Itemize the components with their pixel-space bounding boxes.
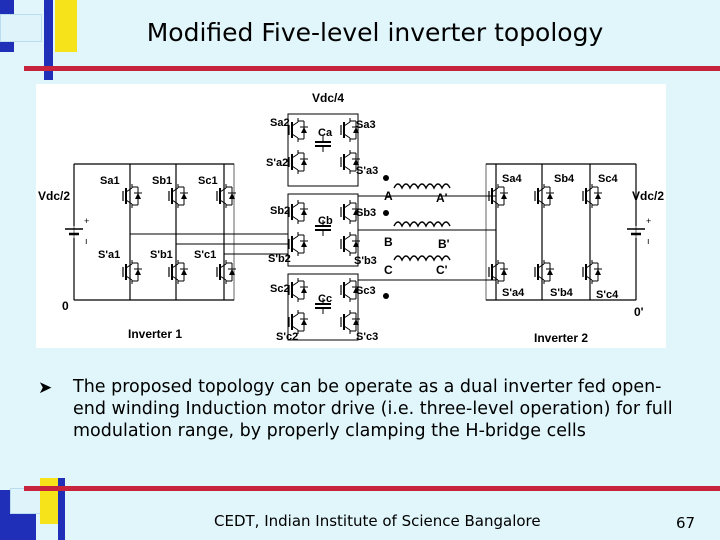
arrow-bullet-icon: ➤: [38, 378, 53, 398]
label-sa3: Sa3: [356, 119, 376, 131]
footer-text: CEDT, Indian Institute of Science Bangal…: [214, 512, 541, 530]
label-Ap: A': [436, 191, 448, 205]
label-sc3: Sc3: [356, 285, 376, 297]
label-spa2: S'a2: [266, 157, 288, 169]
deco-blue-bar-bottom: [58, 478, 65, 540]
label-node0: 0: [62, 299, 69, 313]
label-sc1: Sc1: [198, 175, 218, 187]
label-sa1: Sa1: [100, 175, 120, 187]
deco-red-line-bottom: [24, 486, 720, 491]
label-spa3: S'a3: [356, 165, 378, 177]
label-Bp: B': [438, 237, 450, 251]
label-vdc2-left: Vdc/2: [38, 189, 70, 203]
label-spa4: S'a4: [502, 287, 525, 299]
label-spb1: S'b1: [150, 249, 173, 261]
label-B: B: [384, 235, 393, 249]
label-spb4: S'b4: [550, 287, 574, 299]
label-sb2: Sb2: [270, 205, 290, 217]
label-cc: Cc: [318, 293, 332, 305]
label-sc4: Sc4: [598, 173, 618, 185]
deco-yellow-block: [55, 0, 77, 52]
label-spc4: S'c4: [596, 289, 619, 301]
circuit-svg: + ı Vdc/4 Vdc/2: [38, 91, 664, 345]
label-spb2: S'b2: [268, 253, 291, 265]
slide-title: Modified Five-level inverter topology: [146, 18, 604, 47]
label-sc2: Sc2: [270, 283, 290, 295]
bullet-text: The proposed topology can be operate as …: [73, 377, 673, 441]
label-sa2: Sa2: [270, 117, 290, 129]
label-inverter1: Inverter 1: [128, 327, 182, 341]
label-sb4: Sb4: [554, 173, 575, 185]
label-node0p: 0': [634, 305, 644, 319]
label-vdc4: Vdc/4: [312, 91, 344, 105]
label-spc2: S'c2: [276, 331, 298, 343]
label-cb: Cb: [318, 215, 333, 227]
label-inverter2: Inverter 2: [534, 331, 588, 345]
label-sa4: Sa4: [502, 173, 522, 185]
label-vdc2-right: Vdc/2: [632, 189, 664, 203]
circuit-diagram: + ı Vdc/4 Vdc/2: [36, 84, 666, 348]
label-spc1: S'c1: [194, 249, 216, 261]
label-Cp: C': [436, 263, 448, 277]
deco-red-line-top: [24, 66, 720, 71]
page-number: 67: [676, 514, 696, 532]
label-ca: Ca: [318, 127, 333, 139]
label-spb3: S'b3: [354, 255, 377, 267]
deco-blue-bar: [44, 0, 53, 80]
label-sb1: Sb1: [152, 175, 172, 187]
label-A: A: [384, 189, 393, 203]
label-spa1: S'a1: [98, 249, 120, 261]
label-C: C: [384, 263, 393, 277]
deco-yellow-block-bottom: [40, 478, 60, 524]
label-sb3: Sb3: [356, 207, 376, 219]
label-spc3: S'c3: [356, 331, 378, 343]
deco-light-square: [0, 14, 42, 42]
